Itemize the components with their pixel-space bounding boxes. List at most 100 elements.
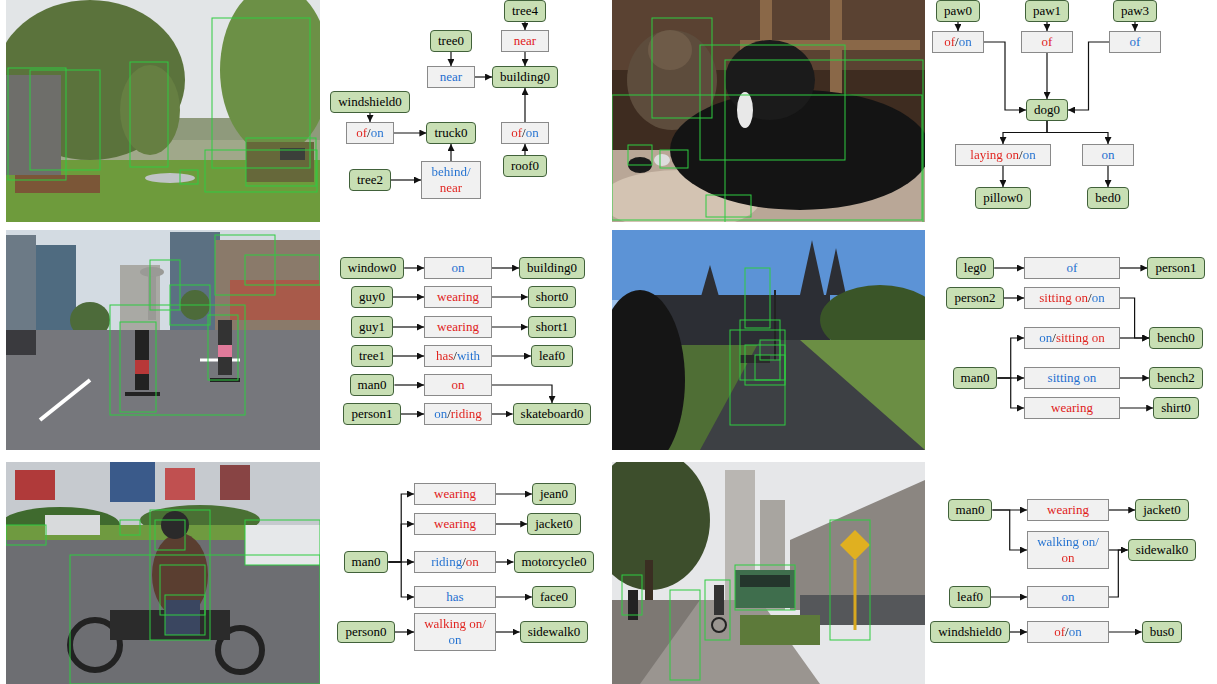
relation-arrow <box>1109 509 1135 510</box>
object-node: window0 <box>340 257 404 279</box>
predicate-node: wearing <box>1027 499 1109 521</box>
object-node: man0 <box>953 367 998 389</box>
relation-arrow <box>524 22 525 30</box>
relation-arrow <box>1047 121 1108 144</box>
node-label: leaf0 <box>957 589 983 605</box>
node-label: dog0 <box>1034 102 1060 118</box>
photo-rect <box>120 322 156 412</box>
photo-rect <box>6 330 320 450</box>
photo-polygon <box>790 480 925 610</box>
photo-rect <box>670 590 700 680</box>
object-node: sidewalk0 <box>520 621 589 643</box>
predicate-node: of/on <box>932 31 984 53</box>
relation-arrow <box>450 52 451 66</box>
photo-rect <box>740 320 780 380</box>
relation-arrow <box>369 113 370 122</box>
object-node: man0 <box>344 551 389 573</box>
photo-rect <box>6 462 320 684</box>
node-label: on/riding <box>434 406 482 422</box>
photo-line <box>774 290 776 360</box>
object-node: bus0 <box>1142 621 1183 643</box>
node-label: of <box>1042 34 1053 50</box>
relation-arrow <box>492 326 528 327</box>
predicate-node: behind/ near <box>421 161 481 199</box>
node-label: pillow0 <box>983 190 1023 206</box>
photo-g <box>612 18 923 222</box>
photo-g <box>6 510 320 684</box>
predicate-node: sitting on/on <box>1024 287 1120 309</box>
photo-rect <box>740 575 790 587</box>
node-label: man0 <box>956 502 985 518</box>
relation-arrow <box>388 524 414 562</box>
photo-rect <box>150 510 210 640</box>
photo-rect <box>830 520 870 640</box>
photo-polygon <box>700 265 720 300</box>
photo-rect <box>725 60 923 222</box>
relation-arrow <box>1120 298 1149 338</box>
photo-rect <box>170 232 220 332</box>
photo-rect <box>120 520 140 535</box>
object-node: dog0 <box>1026 99 1068 121</box>
relation-arrow <box>492 267 519 268</box>
object-node: bed0 <box>1087 187 1128 209</box>
object-node: guy1 <box>351 316 393 338</box>
node-label: sitting on <box>1048 370 1097 386</box>
relation-arrow <box>1068 42 1109 110</box>
node-label: on <box>1102 147 1115 163</box>
relation-arrow <box>1120 407 1153 408</box>
photo-ellipse <box>145 173 195 183</box>
photo-rect <box>714 585 724 615</box>
relation-arrow <box>997 378 1024 408</box>
node-label: on <box>452 377 465 393</box>
node-label: near <box>514 33 536 49</box>
photo-rect <box>15 470 55 500</box>
object-node: tree1 <box>351 345 393 367</box>
photo-rect <box>70 555 320 684</box>
relation-arrow <box>1010 631 1027 632</box>
photo-rect <box>628 145 652 165</box>
photo-line <box>854 560 857 630</box>
node-label: roof0 <box>511 158 539 174</box>
node-label: wearing <box>1047 502 1089 518</box>
node-label: tree4 <box>512 3 538 19</box>
object-node: person1 <box>1147 257 1204 279</box>
photo-rect <box>245 255 320 285</box>
node-label: wearing <box>434 486 476 502</box>
node-label: motorcycle0 <box>522 554 587 570</box>
node-label: windshield0 <box>338 94 402 110</box>
node-label: face0 <box>540 589 568 605</box>
photo-ellipse <box>220 0 320 155</box>
relation-arrow <box>1109 550 1128 597</box>
photo-polygon <box>700 340 925 450</box>
object-node: man0 <box>948 499 993 521</box>
photo-rect <box>165 600 200 635</box>
predicate-node: wearing <box>414 513 496 535</box>
relation-arrow <box>1120 377 1149 378</box>
object-node: jacket0 <box>1135 499 1189 521</box>
predicate-node: laying on/on <box>955 144 1051 166</box>
relation-arrow <box>1109 631 1142 632</box>
relation-arrow <box>997 338 1024 378</box>
predicate-node: walking on/ on <box>1027 531 1109 569</box>
predicate-node: wearing <box>1024 397 1120 419</box>
node-label: on <box>452 260 465 276</box>
photo-rect <box>730 330 785 425</box>
relation-arrow <box>475 76 492 77</box>
object-node: short1 <box>528 316 577 338</box>
node-label: tree1 <box>359 348 385 364</box>
photo-rect <box>148 270 156 320</box>
relation-arrow <box>992 510 1027 550</box>
photo-g <box>730 268 785 425</box>
predicate-node: on <box>424 257 492 279</box>
node-label: person0 <box>345 624 386 640</box>
photo-rect <box>622 575 642 615</box>
photo-g <box>110 235 320 415</box>
photo-polygon <box>826 248 846 295</box>
relation-arrow <box>492 413 513 414</box>
relation-arrow <box>393 326 424 327</box>
photo-rect <box>160 565 205 615</box>
node-label: of/on <box>1054 624 1081 640</box>
photo-cathedral <box>612 230 925 450</box>
node-label: behind/ near <box>429 164 473 196</box>
